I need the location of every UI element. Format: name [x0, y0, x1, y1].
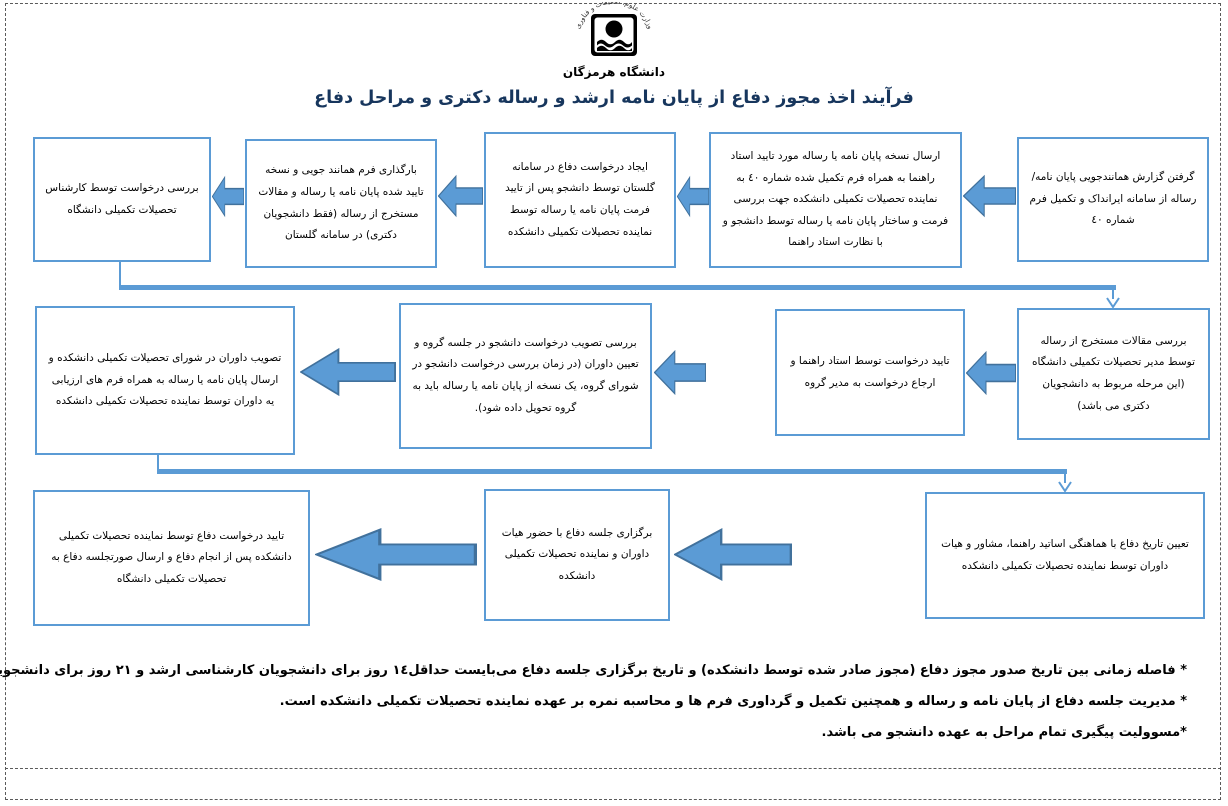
block-arrow-left-icon	[677, 175, 709, 218]
ministry-emblem-icon: وزارت علوم، تحقیقات و فناوری	[574, 0, 654, 56]
connector-line	[119, 262, 121, 288]
flow-step-box: بارگذاری فرم همانند جویی و نسخه تایید شد…	[245, 139, 437, 268]
block-arrow-left-icon	[966, 350, 1016, 396]
block-arrow-left-icon	[300, 347, 396, 397]
block-arrow-left-icon	[963, 174, 1016, 218]
flow-step-box: تعیین تاریخ دفاع با هماهنگی اساتید راهنم…	[925, 492, 1205, 619]
bottom-cell-divider	[5, 768, 1221, 769]
note-line: * فاصله زمانی بین تاریخ صدور مجوز دفاع (…	[0, 663, 1187, 678]
block-arrow-left-icon	[315, 528, 477, 581]
connector-line	[1112, 290, 1114, 299]
flow-step-box: ایجاد درخواست دفاع در سامانه گلستان توسط…	[484, 132, 676, 268]
note-line: *مسوولیت پیگیری تمام مراحل به عهده دانشج…	[821, 725, 1187, 741]
block-arrow-left-icon	[438, 174, 483, 218]
university-name: دانشگاه هرمزگان	[562, 65, 666, 79]
flow-step-box: گرفتن گزارش همانندجویی پایان نامه/ رساله…	[1017, 137, 1209, 262]
connector-line	[119, 285, 1116, 290]
flow-step-box: بررسی مقالات مستخرج از رساله توسط مدیر ت…	[1017, 308, 1210, 440]
university-logo: وزارت علوم، تحقیقات و فناوری دانشگاه هرم…	[544, 0, 684, 79]
flow-step-box: تایید درخواست توسط استاد راهنما و ارجاع …	[775, 309, 965, 436]
flow-step-box: بررسی درخواست توسط کارشناس تحصیلات تکمیل…	[33, 137, 211, 262]
down-arrow-icon	[1106, 297, 1120, 308]
connector-line	[157, 455, 159, 472]
note-line: * مدیریت جلسه دفاع از پایان نامه و رساله…	[279, 694, 1187, 710]
block-arrow-left-icon	[674, 528, 792, 581]
down-arrow-icon	[1058, 481, 1072, 492]
footnotes: * فاصله زمانی بین تاریخ صدور مجوز دفاع (…	[0, 661, 1187, 754]
flow-step-box: تایید درخواست دفاع توسط نماینده تحصیلات …	[33, 490, 310, 626]
flow-step-box: تصویب داوران در شورای تحصیلات تکمیلی دان…	[35, 306, 295, 455]
flow-step-box: بررسی تصویب درخواست دانشجو در جلسه گروه …	[399, 303, 652, 449]
connector-line	[157, 469, 1067, 474]
flow-step-box: برگزاری جلسه دفاع با حضور هیات داوران و …	[484, 489, 670, 621]
flow-step-box: ارسال نسخه پایان نامه یا رساله مورد تایی…	[709, 132, 962, 268]
page-title: فرآیند اخذ مجوز دفاع از پایان نامه ارشد …	[314, 88, 914, 108]
block-arrow-left-icon	[212, 175, 244, 218]
block-arrow-left-icon	[654, 349, 706, 396]
connector-line	[1064, 474, 1066, 483]
